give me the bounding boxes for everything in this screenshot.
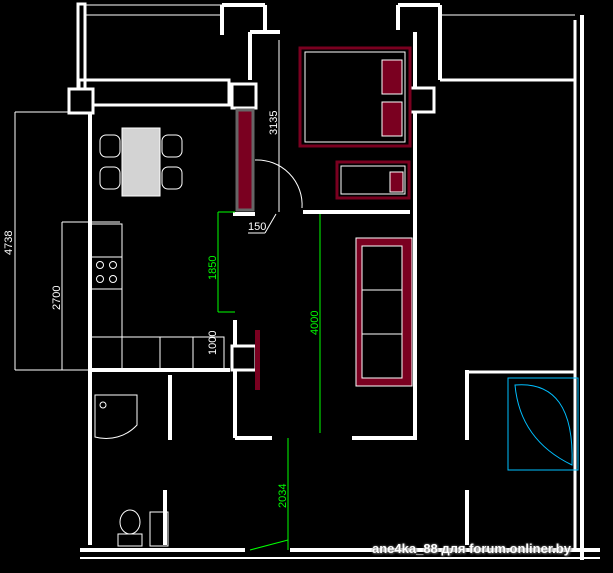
dim-2700: 2700 [51,286,63,310]
bathtub [507,377,579,471]
walls [76,2,600,560]
dim-4000: 4000 [309,311,321,335]
bed [298,46,412,148]
dim-1850: 1850 [207,256,219,280]
dresser [335,160,411,200]
dim-2034: 2034 [277,484,289,508]
toilet [117,509,169,547]
wardrobe [235,108,255,212]
dim-150: 150 [248,221,266,233]
dimension-lines [14,40,280,371]
dim-1000: 1000 [207,331,219,355]
dim-4738: 4738 [3,231,15,255]
green-dimension-lines [217,211,321,551]
dim-3135: 3135 [268,111,280,135]
dining-set [99,127,183,197]
sofa [355,237,413,387]
watermark: ane4ka_88 для forum.onliner.by [372,541,571,556]
tv-stand [255,330,260,390]
kitchen-counter [90,223,225,370]
door-swing [254,159,303,209]
shower [94,394,138,439]
columns [67,82,436,372]
